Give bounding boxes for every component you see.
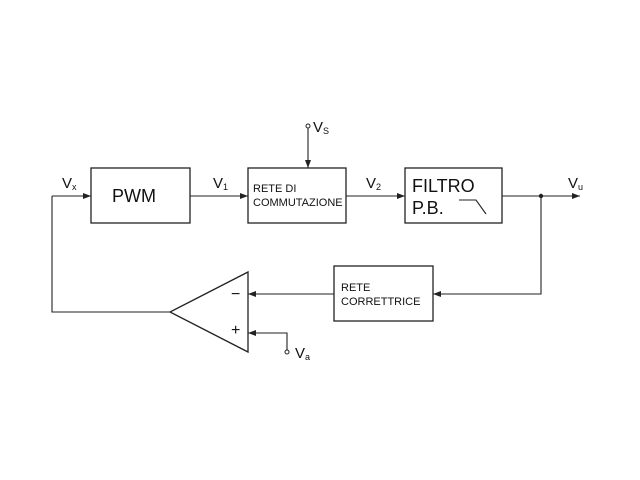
signal-vu-label: Vu [568, 175, 584, 192]
opamp-triangle [168, 270, 249, 354]
signal-va-label: Va [295, 345, 311, 362]
wire-opamp-vx [51, 196, 170, 313]
va-terminal [284, 349, 290, 355]
rete-correttrice-label: RETE CORRETTRICE [341, 281, 420, 310]
opamp-minus-sign: − [231, 286, 241, 303]
opamp-plus-sign: + [231, 322, 241, 339]
pwm-label: PWM [112, 186, 156, 206]
wire-va-plus [248, 330, 288, 350]
filtro-line2: P.B. [412, 197, 444, 218]
vs-terminal [305, 123, 311, 129]
rete-commutazione-label: RETE DI COMMUTAZIONE [253, 182, 343, 211]
rete-correttrice-line2: CORRETTRICE [341, 296, 421, 309]
signal-vx-label: Vx [62, 175, 77, 192]
signal-v2-label: V2 [366, 175, 382, 192]
rete-commutazione-block [247, 167, 347, 224]
lowpass-symbol [459, 199, 487, 215]
filtro-line1: FILTRO [412, 176, 475, 196]
rete-correttrice-line1: RETE [341, 282, 371, 294]
rete-commutazione-line2: COMMUTAZIONE [253, 197, 343, 210]
rete-commutazione-line1: RETE DI [253, 183, 297, 195]
pwm-block [90, 167, 191, 224]
wire-feedback-out [433, 196, 542, 297]
signal-v1-label: V1 [213, 175, 229, 192]
signal-vs-label: VS [313, 119, 330, 136]
filtro-label: FILTRO P.B. [412, 176, 475, 219]
